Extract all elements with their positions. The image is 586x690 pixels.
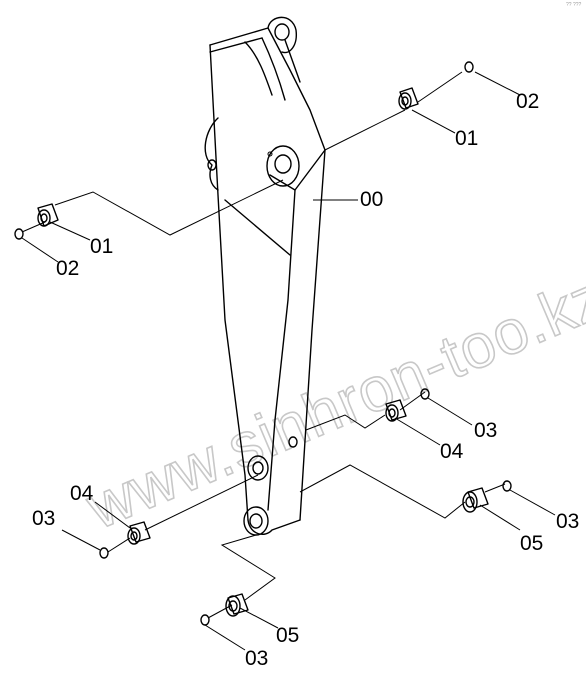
label-04-left: 04 <box>70 482 94 505</box>
washer-03-bottom <box>200 614 210 626</box>
label-04-right: 04 <box>440 440 464 463</box>
corner-mark: ?? ??? <box>566 2 582 8</box>
washer-03-left <box>99 547 109 559</box>
bushing-01-right <box>398 87 419 110</box>
leader-lines <box>21 71 556 651</box>
label-02-left: 02 <box>56 257 79 280</box>
label-03-right-lower: 03 <box>556 510 579 533</box>
bushing-04-left <box>127 521 151 545</box>
label-00: 00 <box>360 188 383 211</box>
flanged-bushing-05-right <box>462 487 489 513</box>
label-03-right-upper: 03 <box>474 419 497 442</box>
washer-03-right-lower <box>502 480 512 492</box>
label-05-bottom: 05 <box>276 624 299 647</box>
label-01-right: 01 <box>455 127 478 150</box>
label-05-right: 05 <box>520 532 543 555</box>
watermark-text: www.sinhron-too.kz <box>77 262 586 543</box>
label-02-right: 02 <box>516 90 539 113</box>
washer-03-right-upper <box>420 388 430 400</box>
washer-02-left <box>14 228 24 240</box>
flanged-bushing-05-bottom <box>225 593 249 617</box>
label-01-left: 01 <box>90 235 113 258</box>
label-03-bottom: 03 <box>245 647 268 670</box>
bushing-01-left <box>37 203 59 227</box>
label-03-left: 03 <box>32 507 55 530</box>
washer-02-right <box>464 61 474 73</box>
bushing-04-right <box>385 399 407 422</box>
